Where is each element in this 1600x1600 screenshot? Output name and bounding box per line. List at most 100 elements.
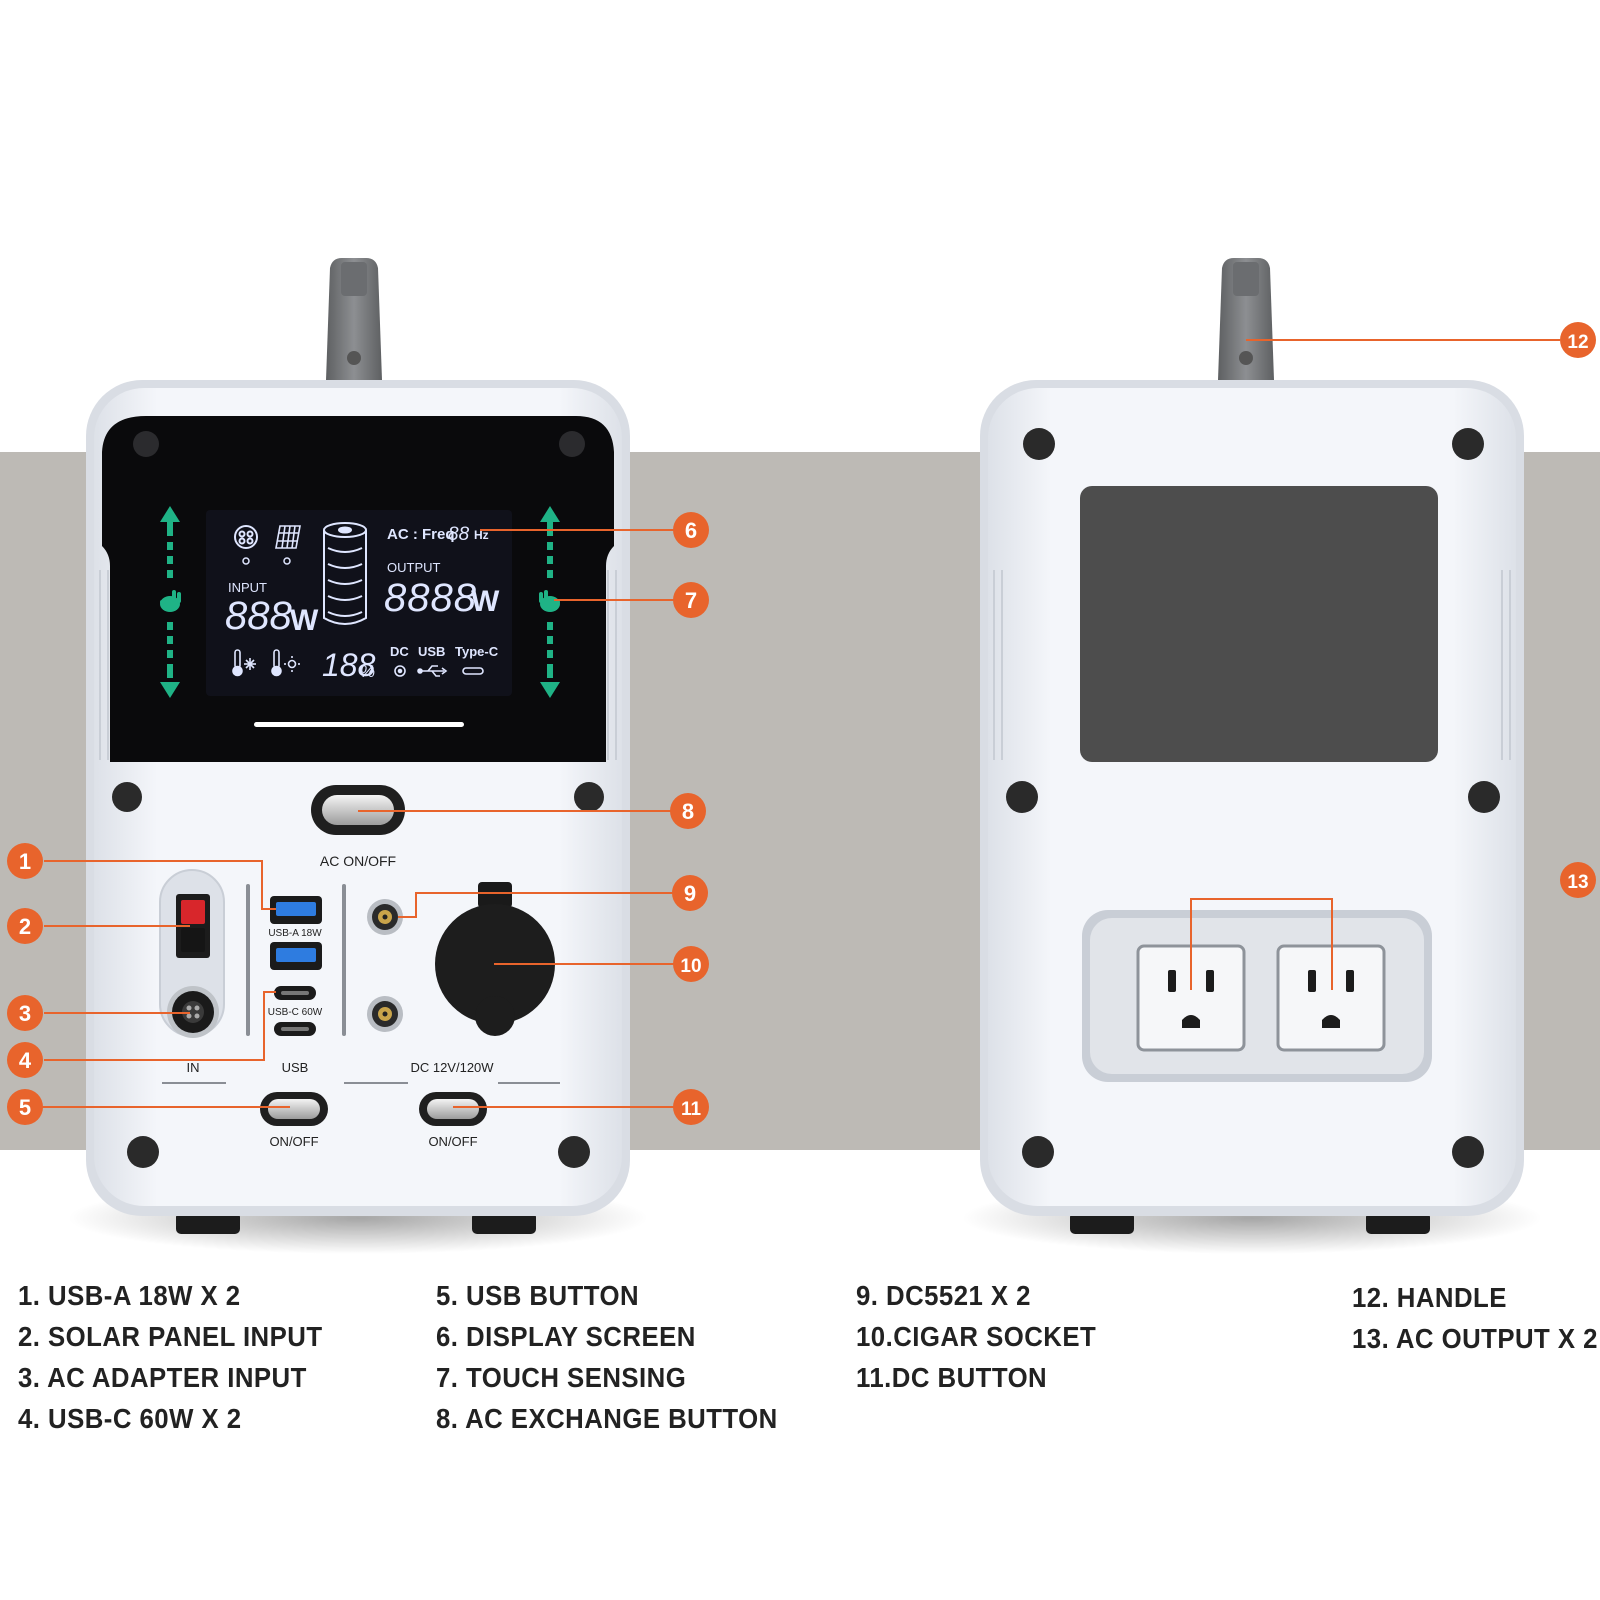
ac-adapter-port[interactable] xyxy=(167,986,219,1038)
usb-a-label: USB-A 18W xyxy=(268,928,322,939)
dc-button[interactable] xyxy=(419,1092,487,1126)
arrow-down-icon xyxy=(160,682,180,698)
back-device xyxy=(962,258,1542,1254)
percent-sign: % xyxy=(360,662,375,681)
arrow-up-icon xyxy=(540,506,560,522)
ac-on-off-label: AC ON/OFF xyxy=(320,853,396,869)
usb-on-off-label: ON/OFF xyxy=(269,1134,318,1149)
callout-4: 4 xyxy=(19,1048,32,1073)
screw-icon xyxy=(1022,1136,1054,1168)
screw-icon xyxy=(1023,428,1055,460)
usb-c-label: USB-C 60W xyxy=(268,1007,323,1018)
input-label: INPUT xyxy=(228,580,267,595)
usb-section-label: USB xyxy=(282,1060,309,1075)
high-temperature-icon xyxy=(271,649,300,677)
arrow-up-icon xyxy=(160,506,180,522)
output-label: OUTPUT xyxy=(387,560,441,575)
arrow-down-icon xyxy=(540,682,560,698)
callouts: 1 2 3 4 5 6 7 8 9 10 11 12 13 xyxy=(7,322,1596,1125)
back-handle xyxy=(1218,258,1274,380)
legend-column-3: 9. DC5521 X 2 10.CIGAR SOCKET 11.DC BUTT… xyxy=(856,1275,1117,1398)
screw-icon xyxy=(1006,781,1038,813)
input-value: 888 xyxy=(225,594,292,638)
callout-8: 8 xyxy=(682,799,694,824)
legend-item-5: 5. USB BUTTON xyxy=(436,1280,640,1311)
usb-indicator-icon xyxy=(417,665,448,677)
callout-5: 5 xyxy=(19,1095,31,1120)
usb-button[interactable] xyxy=(260,1092,328,1126)
touch-sensing-left[interactable] xyxy=(160,506,181,698)
back-foot-left xyxy=(1070,1212,1134,1234)
legend-column-1: 1. USB-A 18W X 2 2. SOLAR PANEL INPUT 3.… xyxy=(18,1275,349,1439)
usb-c-port[interactable] xyxy=(274,1022,316,1036)
callout-11: 11 xyxy=(681,1099,702,1120)
screw-icon xyxy=(133,431,159,457)
legend-item-6: 6. DISPLAY SCREEN xyxy=(436,1321,696,1352)
usb-a-port[interactable] xyxy=(270,896,322,924)
screw-icon xyxy=(559,431,585,457)
touch-hand-icon xyxy=(160,590,181,612)
battery-percent: 188 xyxy=(322,647,376,683)
callout-2: 2 xyxy=(19,914,31,939)
legend-item-7: 7. TOUCH SENSING xyxy=(436,1362,687,1393)
input-unit: W xyxy=(290,604,319,637)
legend-item-13: 13. AC OUTPUT X 2 xyxy=(1352,1323,1598,1354)
typec-indicator-label: Type-C xyxy=(455,644,499,659)
front-handle xyxy=(326,258,382,380)
usb-c-port[interactable] xyxy=(274,986,316,1000)
screw-icon xyxy=(112,782,142,812)
battery-icon xyxy=(323,522,367,625)
ac-outlet[interactable] xyxy=(1276,944,1386,1052)
freq-unit: Hz xyxy=(474,528,489,542)
output-value: 8888 xyxy=(384,576,477,620)
screw-icon xyxy=(574,782,604,812)
usb-indicator-label: USB xyxy=(418,644,445,659)
callout-10: 10 xyxy=(680,956,701,977)
dc5521-port[interactable] xyxy=(367,899,403,935)
legend-column-2: 5. USB BUTTON 6. DISPLAY SCREEN 7. TOUCH… xyxy=(436,1275,807,1439)
screw-icon xyxy=(127,1136,159,1168)
legend-item-4: 4. USB-C 60W X 2 xyxy=(18,1403,242,1434)
freq-value: 88 xyxy=(448,524,470,545)
low-temperature-icon xyxy=(232,649,256,677)
front-foot-left xyxy=(176,1212,240,1234)
legend-item-2: 2. SOLAR PANEL INPUT xyxy=(18,1321,323,1352)
legend-item-3: 3. AC ADAPTER INPUT xyxy=(18,1362,307,1393)
callout-9: 9 xyxy=(684,881,696,906)
front-device: AC : Freq 88 Hz OUTPUT 8888 W INPUT 888 … xyxy=(68,258,648,1254)
ac-adapter-icon xyxy=(234,525,258,565)
dc-on-off-label: ON/OFF xyxy=(428,1134,477,1149)
dc-section-label: DC 12V/120W xyxy=(410,1060,494,1075)
legend-column-4: 12. HANDLE 13. AC OUTPUT X 2 xyxy=(1352,1277,1600,1359)
callout-6: 6 xyxy=(685,518,697,543)
dc-indicator-label: DC xyxy=(390,644,409,659)
dc5521-port[interactable] xyxy=(367,996,403,1032)
typec-indicator-icon xyxy=(462,667,484,675)
usb-a-port[interactable] xyxy=(270,942,322,970)
callout-3: 3 xyxy=(19,1001,31,1026)
screw-icon xyxy=(558,1136,590,1168)
legend-item-8: 8. AC EXCHANGE BUTTON xyxy=(436,1403,778,1434)
callout-12: 12 xyxy=(1567,332,1588,353)
output-unit: W xyxy=(471,585,500,618)
legend-item-11: 11.DC BUTTON xyxy=(856,1362,1048,1393)
ac-outlet[interactable] xyxy=(1136,944,1246,1052)
back-screen-panel xyxy=(1080,486,1438,762)
in-label: IN xyxy=(187,1060,200,1075)
front-foot-right xyxy=(472,1212,536,1234)
back-foot-right xyxy=(1366,1212,1430,1234)
screw-icon xyxy=(1452,1136,1484,1168)
callout-1: 1 xyxy=(19,849,31,874)
light-bar xyxy=(254,722,464,727)
callout-13: 13 xyxy=(1567,872,1588,893)
screw-icon xyxy=(1452,428,1484,460)
ac-freq-label: AC : Freq xyxy=(387,526,455,543)
solar-input-port[interactable] xyxy=(176,894,210,958)
legend-item-9: 9. DC5521 X 2 xyxy=(856,1280,1031,1311)
dc-indicator-icon xyxy=(394,665,406,677)
legend-item-12: 12. HANDLE xyxy=(1352,1282,1507,1313)
display-screen: AC : Freq 88 Hz OUTPUT 8888 W INPUT 888 … xyxy=(206,510,512,696)
solar-panel-icon xyxy=(275,525,301,565)
legend-item-1: 1. USB-A 18W X 2 xyxy=(18,1280,241,1311)
